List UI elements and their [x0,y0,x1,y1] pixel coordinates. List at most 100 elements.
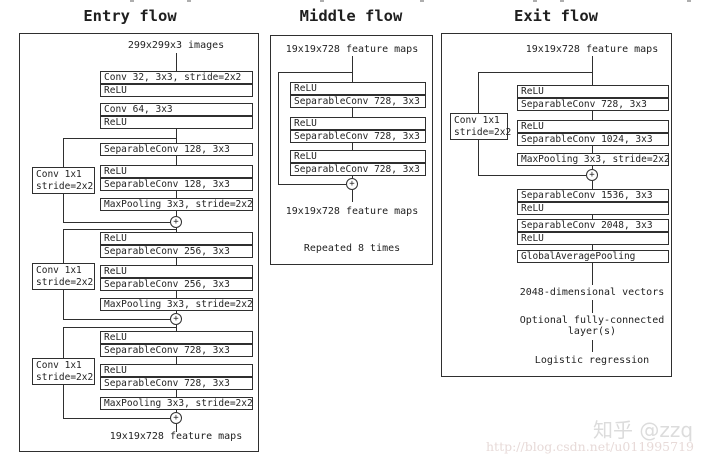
layer-box: SeparableConv 128, 3x3 [100,143,253,156]
connector-line [592,340,593,352]
skip-connector-line [63,229,176,230]
layer-box: MaxPooling 3x3, stride=2x2 [100,198,253,211]
exit-input-label: 19x19x728 feature maps [525,44,659,55]
connector-line [176,325,177,331]
connector-line [176,228,177,232]
layer-box: ReLU [100,116,253,129]
skip-connector-line [63,327,176,328]
connector-line [592,181,593,189]
layer-box: ReLU [290,82,426,95]
plus-merge-icon: + [170,412,182,424]
connector-line [352,56,353,82]
cropped-text-artifact [560,0,564,2]
skip-connector-line [63,327,64,358]
layer-box: SeparableConv 256, 3x3 [100,278,253,291]
skip-conv-box: Conv 1x1 stride=2x2 [32,263,95,290]
connector-line [176,258,177,265]
skip-connector-line [478,140,479,175]
layer-box: SeparableConv 728, 3x3 [517,98,669,111]
skip-conv-line2: stride=2x2 [36,181,94,192]
middle-repeat-label: Repeated 8 times [303,243,401,254]
connector-line [592,263,593,285]
connector-line [592,215,593,219]
skip-connector-line [63,138,64,167]
skip-conv-box: Conv 1x1 stride=2x2 [450,113,512,140]
connector-line [592,111,593,120]
layer-box: SeparableConv 728, 3x3 [290,130,426,143]
plus-merge-icon: + [586,169,598,181]
skip-connector-line [63,418,170,419]
skip-connector-line [278,72,353,73]
skip-connector-line [278,72,279,185]
connector-line [176,129,177,143]
connector-line [176,357,177,364]
layer-box: MaxPooling 3x3, stride=2x2 [100,397,253,410]
layer-box: ReLU [100,364,253,377]
middle-flow-title: Middle flow [299,7,403,25]
entry-flow-panel [19,33,259,452]
skip-connector-line [63,222,170,223]
layer-box: ReLU [100,265,253,278]
connector-line [176,156,177,165]
layer-box: SeparableConv 2048, 3x3 [517,219,669,232]
skip-conv-box: Conv 1x1 stride=2x2 [32,167,95,194]
layer-box: SeparableConv 1024, 3x3 [517,133,669,146]
skip-connector-line [478,72,479,113]
layer-box: ReLU [290,117,426,130]
layer-box: ReLU [100,331,253,344]
layer-box: ReLU [517,202,669,215]
layer-box: ReLU [517,85,669,98]
skip-connector-line [63,229,64,263]
layer-box: Conv 32, 3x3, stride=2x2 [100,71,253,84]
exit-flow-title: Exit flow [514,7,598,25]
connector-line [592,56,593,85]
connector-line [176,390,177,397]
layer-box: GlobalAveragePooling [517,250,669,263]
skip-conv-line1: Conv 1x1 [36,265,82,276]
layer-box: ReLU [290,150,426,163]
skip-conv-line2: stride=2x2 [36,372,94,383]
layer-box: SeparableConv 128, 3x3 [100,178,253,191]
connector-line [176,211,177,216]
skip-connector-line [63,290,64,319]
connector-line [352,176,353,178]
layer-box: ReLU [517,232,669,245]
skip-connector-line [478,72,592,73]
layer-box: SeparableConv 728, 3x3 [100,344,253,357]
connector-line [592,166,593,169]
cropped-text-artifact [533,0,537,2]
entry-input-label: 299x299x3 images [127,40,225,51]
exit-vectors-label: 2048-dimensional vectors [519,287,665,298]
layer-box: SeparableConv 256, 3x3 [100,245,253,258]
csdn-url-watermark: http://blog.csdn.net/u011995719 [486,439,694,454]
connector-line [592,300,593,313]
skip-conv-line1: Conv 1x1 [36,360,82,371]
layer-box: Conv 64, 3x3 [100,103,253,116]
exit-fc-line1: Optional fully-connected [519,315,665,326]
layer-box: ReLU [100,165,253,178]
connector-line [592,245,593,250]
exit-fc-line2: layer(s) [567,326,617,337]
skip-conv-line2: stride=2x2 [454,127,512,138]
connector-line [176,311,177,313]
connector-line [592,146,593,153]
skip-connector-line [63,194,64,222]
skip-connector-line [63,319,170,320]
connector-line [352,190,353,202]
connector-line [176,191,177,198]
plus-merge-icon: + [170,216,182,228]
skip-conv-line1: Conv 1x1 [36,169,82,180]
skip-conv-line1: Conv 1x1 [454,115,500,126]
middle-output-label: 19x19x728 feature maps [285,206,419,217]
layer-box: SeparableConv 728, 3x3 [290,95,426,108]
skip-connector-line [478,175,586,176]
connector-line [176,424,177,432]
connector-line [176,53,177,71]
skip-connector-line [63,138,176,139]
layer-box: ReLU [100,232,253,245]
layer-box: SeparableConv 728, 3x3 [290,163,426,176]
skip-connector-line [278,184,346,185]
connector-line [352,143,353,150]
layer-box: SeparableConv 728, 3x3 [100,377,253,390]
